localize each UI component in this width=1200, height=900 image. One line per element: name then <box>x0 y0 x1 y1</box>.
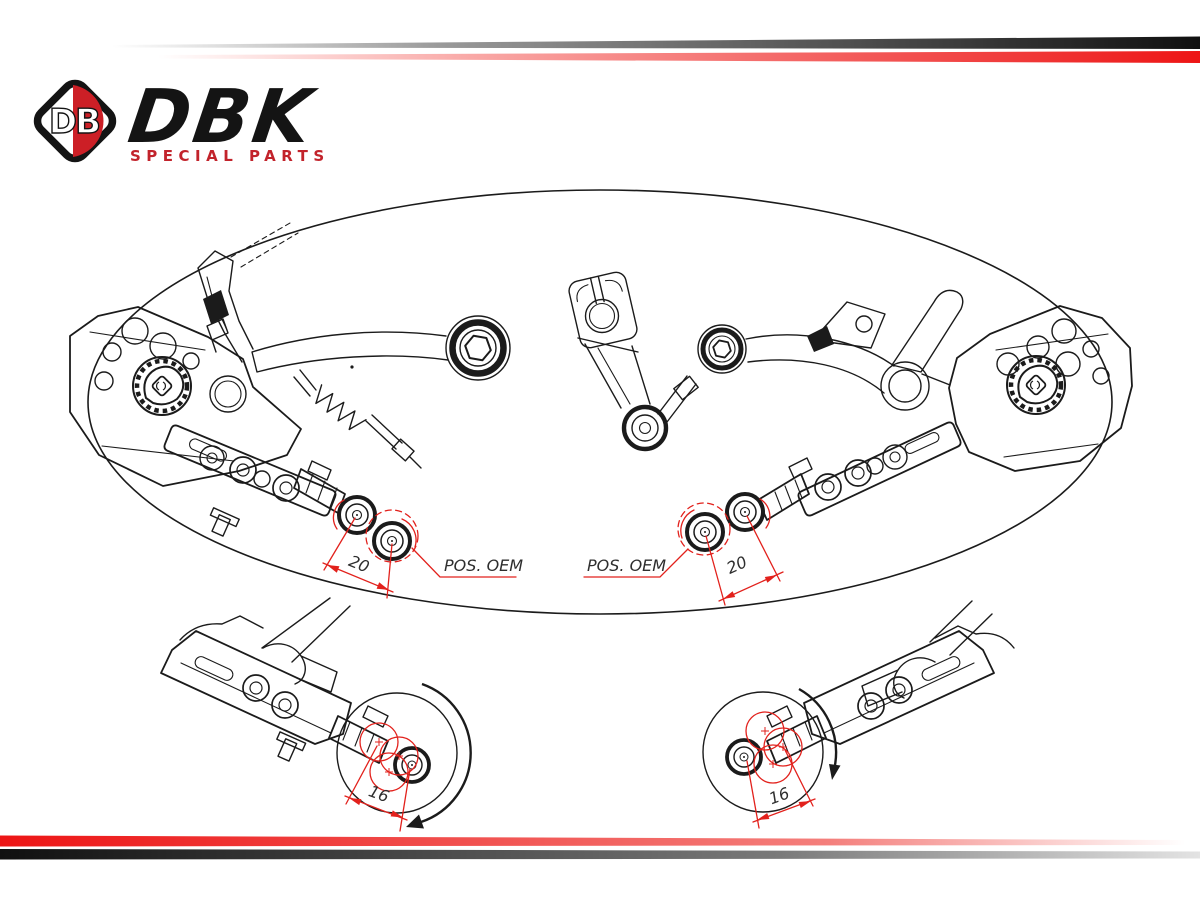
left-t-bolt <box>209 507 240 537</box>
top-stripe-red <box>158 51 1200 63</box>
left-dbk-knob <box>133 357 191 415</box>
left-adjuster-washers <box>199 445 300 502</box>
logo-red-half <box>73 85 104 157</box>
brake-rod-boot <box>807 326 834 352</box>
shift-rod-boot <box>203 290 229 324</box>
left-oem-label: POS. OEM <box>444 556 523 575</box>
left-rearset-drawing: 20 POS. OEM <box>69 222 523 599</box>
shift-lever-drawing <box>568 271 747 452</box>
right-rearset-drawing: 20 POS. OEM <box>583 289 1133 606</box>
bottom-stripes <box>0 835 1200 860</box>
left-oem-dashed-circle <box>365 509 419 563</box>
right-dimension-16: 16 <box>746 749 816 829</box>
logo-monogram: DB <box>49 102 99 142</box>
lever-pivot-bearing <box>697 324 747 374</box>
dbk-diamond-icon: DB <box>33 79 117 163</box>
left-dim-label: 20 <box>346 551 372 576</box>
brand-tagline: SPECIAL PARTS <box>130 147 330 165</box>
left-oem-position-bolt <box>372 521 412 561</box>
left-detail-drawing: 16 <box>160 597 472 832</box>
left-dimension-16: 16 <box>344 745 411 832</box>
right-oem-dashed-circle <box>677 502 731 556</box>
brand-name: DBK <box>123 73 322 160</box>
lever-rod-end <box>621 404 669 452</box>
left-detail-t-bolt <box>276 731 307 762</box>
left-oem-callout: POS. OEM <box>411 547 523 578</box>
left-detail-bolt <box>393 746 431 784</box>
right-oem-callout: POS. OEM <box>583 548 689 578</box>
right-footpeg-bolt <box>725 492 765 532</box>
left-rodend-bearing <box>445 315 511 381</box>
right-oem-label: POS. OEM <box>587 556 666 575</box>
left-footpeg-bolt <box>337 495 377 535</box>
right-dbk-knob <box>1007 356 1065 414</box>
left-rotation-arrow-icon <box>406 682 472 829</box>
right-adjuster-washers <box>814 444 908 501</box>
left-detail-dim-label: 16 <box>366 781 392 806</box>
right-oem-position-bolt <box>685 512 725 552</box>
bottom-stripe-red <box>0 835 1185 847</box>
right-dim-label: 20 <box>724 552 750 578</box>
overview-ellipse <box>87 189 1113 615</box>
bottom-stripe-black <box>0 849 1200 860</box>
top-stripe-black <box>112 36 1200 49</box>
return-spring <box>315 384 367 431</box>
right-detail-dim-label: 16 <box>766 783 792 808</box>
top-stripes <box>112 36 1200 63</box>
right-magnifier-circle <box>702 691 824 813</box>
right-detail-drawing: 16 <box>702 600 1015 829</box>
right-rotation-arrow-icon <box>798 687 841 780</box>
brand-logo: DB DBK SPECIAL PARTS <box>33 73 330 165</box>
left-magnifier-circle <box>336 692 458 814</box>
